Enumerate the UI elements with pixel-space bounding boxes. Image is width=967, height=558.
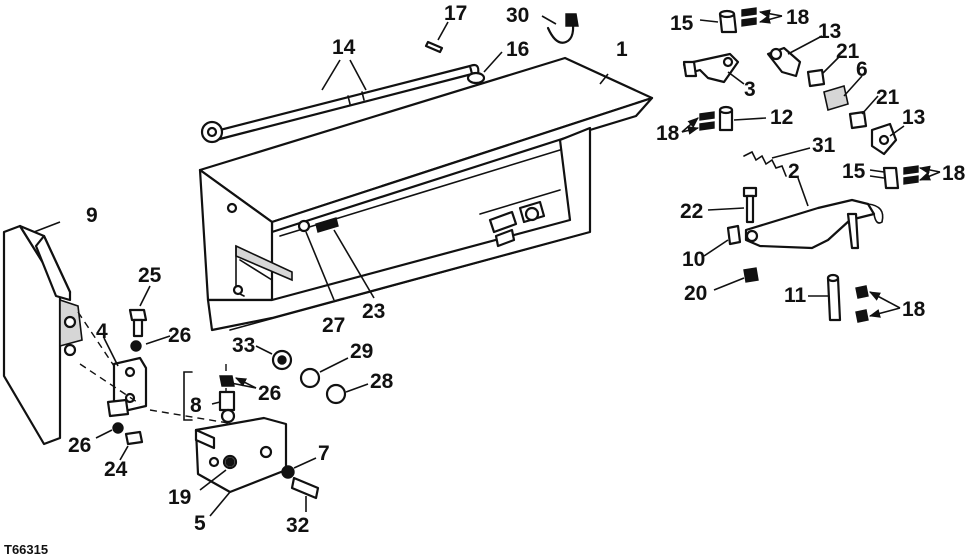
callout-13-upper: 13 (818, 20, 841, 43)
callout-27: 27 (322, 314, 345, 337)
leader-lines (33, 15, 905, 517)
washer-part-16 (466, 71, 486, 85)
housing-part-1 (198, 56, 654, 332)
callout-16: 16 (506, 38, 529, 61)
screw-part-23 (315, 217, 339, 233)
clip-part-30 (546, 13, 579, 44)
callout-28: 28 (370, 370, 394, 393)
assembly-line-left (79, 363, 141, 405)
bolt-part-24 (124, 430, 144, 446)
callout-23: 23 (362, 300, 385, 323)
figure-id: T66315 (4, 542, 48, 557)
callout-13-lower: 13 (902, 106, 925, 129)
callout-15-lower: 15 (842, 160, 866, 183)
callout-7: 7 (318, 442, 330, 465)
bolt-part-25 (128, 308, 148, 338)
callout-2: 2 (788, 160, 800, 183)
bracket-left-brace (183, 371, 193, 421)
washer-part-26-mid (220, 408, 236, 424)
callout-10: 10 (682, 248, 705, 271)
door-part-9 (2, 224, 83, 446)
callout-14: 14 (332, 36, 356, 59)
callout-17: 17 (444, 2, 467, 25)
callout-20: 20 (684, 282, 707, 305)
washer-part-26-lower (112, 422, 124, 434)
callout-18-b: 18 (656, 122, 680, 145)
callout-11: 11 (784, 284, 807, 307)
callout-8: 8 (190, 394, 202, 417)
callout-26-upper: 26 (168, 324, 191, 347)
nut-part-27 (297, 219, 311, 233)
nut-part-28 (325, 383, 347, 405)
callout-32: 32 (286, 514, 309, 537)
callout-21-upper: 21 (836, 40, 860, 63)
spacer-part-8 (218, 390, 236, 412)
assembly-line-bracket (149, 409, 259, 429)
nut-part-7 (281, 465, 295, 479)
callout-12: 12 (770, 106, 793, 129)
pin-part-17 (424, 40, 444, 54)
callout-18-d: 18 (902, 298, 926, 321)
nut-part-33-inner (277, 355, 287, 365)
callout-21-lower: 21 (876, 86, 900, 109)
callout-1: 1 (616, 38, 628, 61)
callout-18-a: 18 (786, 6, 810, 29)
callout-19: 19 (168, 486, 191, 509)
callout-18-c: 18 (942, 162, 966, 185)
callout-26-mid: 26 (258, 382, 281, 405)
callout-33: 33 (232, 334, 255, 357)
callout-31: 31 (812, 134, 836, 157)
callout-25: 25 (138, 264, 162, 287)
nut-part-29 (299, 367, 321, 389)
callout-24: 24 (104, 458, 128, 481)
callout-30: 30 (506, 4, 529, 27)
callout-22: 22 (680, 200, 703, 223)
bolt-part-32 (290, 476, 320, 500)
callout-5: 5 (194, 512, 206, 535)
arrowheads-18 (234, 9, 941, 389)
callout-6: 6 (856, 58, 868, 81)
callout-29: 29 (350, 340, 373, 363)
hinge-part-4 (106, 356, 148, 418)
callout-9: 9 (86, 204, 98, 227)
rod-part-14 (200, 63, 480, 144)
nut-part-19 (225, 457, 235, 467)
callout-labels: 1 2 3 4 5 6 7 8 9 10 11 12 13 13 14 15 1… (68, 2, 966, 537)
callout-4: 4 (96, 320, 108, 343)
callout-15-upper: 15 (670, 12, 694, 35)
nut-part-26 (219, 375, 235, 387)
linkage-parts (682, 7, 919, 323)
assembly-line-door (77, 311, 115, 367)
callout-3: 3 (744, 78, 756, 101)
bracket-part-5 (194, 416, 288, 494)
callout-26-left: 26 (68, 434, 91, 457)
washer-part-26-upper (130, 340, 142, 352)
